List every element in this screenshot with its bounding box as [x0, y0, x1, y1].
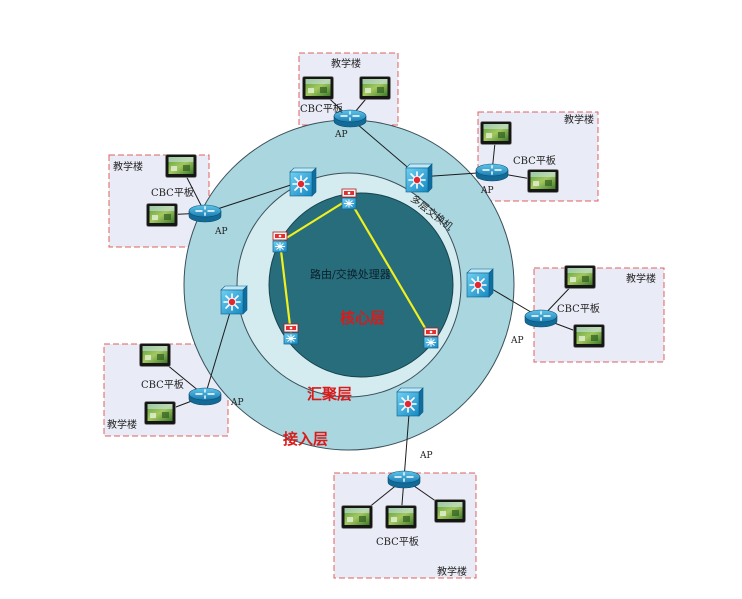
access-point-icon [188, 204, 222, 223]
multilayer-switch-icon [405, 163, 433, 193]
core-layer-title: 核心层 [340, 309, 385, 327]
tablet-icon [434, 499, 466, 523]
core-links [278, 198, 432, 339]
tablet-icon [527, 169, 559, 193]
core-processor-label: 路由/交换处理器 [310, 267, 391, 281]
tablet-label: CBC平板 [557, 302, 600, 315]
access-point-icon [524, 309, 558, 328]
core-link-line [348, 198, 432, 339]
link-line [204, 180, 304, 214]
multilayer-switch-icon [466, 268, 494, 298]
ap-label: AP [480, 186, 494, 196]
building-label: 教学楼 [437, 565, 467, 578]
tablet-icon [564, 265, 596, 289]
router-processor-icon [272, 231, 288, 253]
router-processor-icon [423, 327, 439, 349]
tablet-label: CBC平板 [513, 154, 556, 167]
access-layer-title: 接入层 [283, 430, 328, 448]
link-line [204, 298, 235, 397]
core-layer-circle [268, 192, 454, 378]
tablet-icon [573, 324, 605, 348]
ap-label: AP [214, 227, 228, 237]
access-point-icon [475, 163, 509, 182]
tablet-icon [359, 76, 391, 100]
tablet-icon [341, 505, 373, 529]
tablet-icon [146, 203, 178, 227]
device-labels: APAPAPAPAPAP教学楼教学楼教学楼教学楼教学楼教学楼CBC平板CBC平板… [107, 57, 656, 578]
tablet-label: CBC平板 [300, 102, 343, 115]
ap-label: AP [419, 451, 433, 461]
core-link-line [278, 241, 293, 335]
tablet-icon [385, 505, 417, 529]
router-processor-icon [341, 188, 357, 210]
aggregation-layer-title: 汇聚层 [307, 385, 352, 403]
core-link-line [279, 198, 350, 243]
access-point-icon [387, 470, 421, 489]
access-point-icon [188, 387, 222, 406]
tablet-icon [144, 401, 176, 425]
tablet-label: CBC平板 [141, 378, 184, 391]
ap-label: AP [334, 130, 348, 140]
tablet-label: CBC平板 [151, 186, 194, 199]
tablet-icon [480, 121, 512, 145]
building-label: 教学楼 [564, 113, 594, 126]
multilayer-switch-icon [220, 285, 248, 315]
building-label: 教学楼 [331, 57, 361, 70]
building-label: 教学楼 [107, 418, 137, 431]
multilayer-switch-icon [289, 167, 317, 197]
multilayer-switch-icon [396, 387, 424, 417]
router-processor-icon [283, 323, 299, 345]
ap-label: AP [510, 336, 524, 346]
tablet-label: CBC平板 [376, 535, 419, 548]
building-label: 教学楼 [626, 272, 656, 285]
ap-label: AP [230, 398, 244, 408]
building-label: 教学楼 [113, 160, 143, 173]
tablet-icon [165, 154, 197, 178]
tablet-icon [139, 343, 171, 367]
tablet-icon [302, 76, 334, 100]
